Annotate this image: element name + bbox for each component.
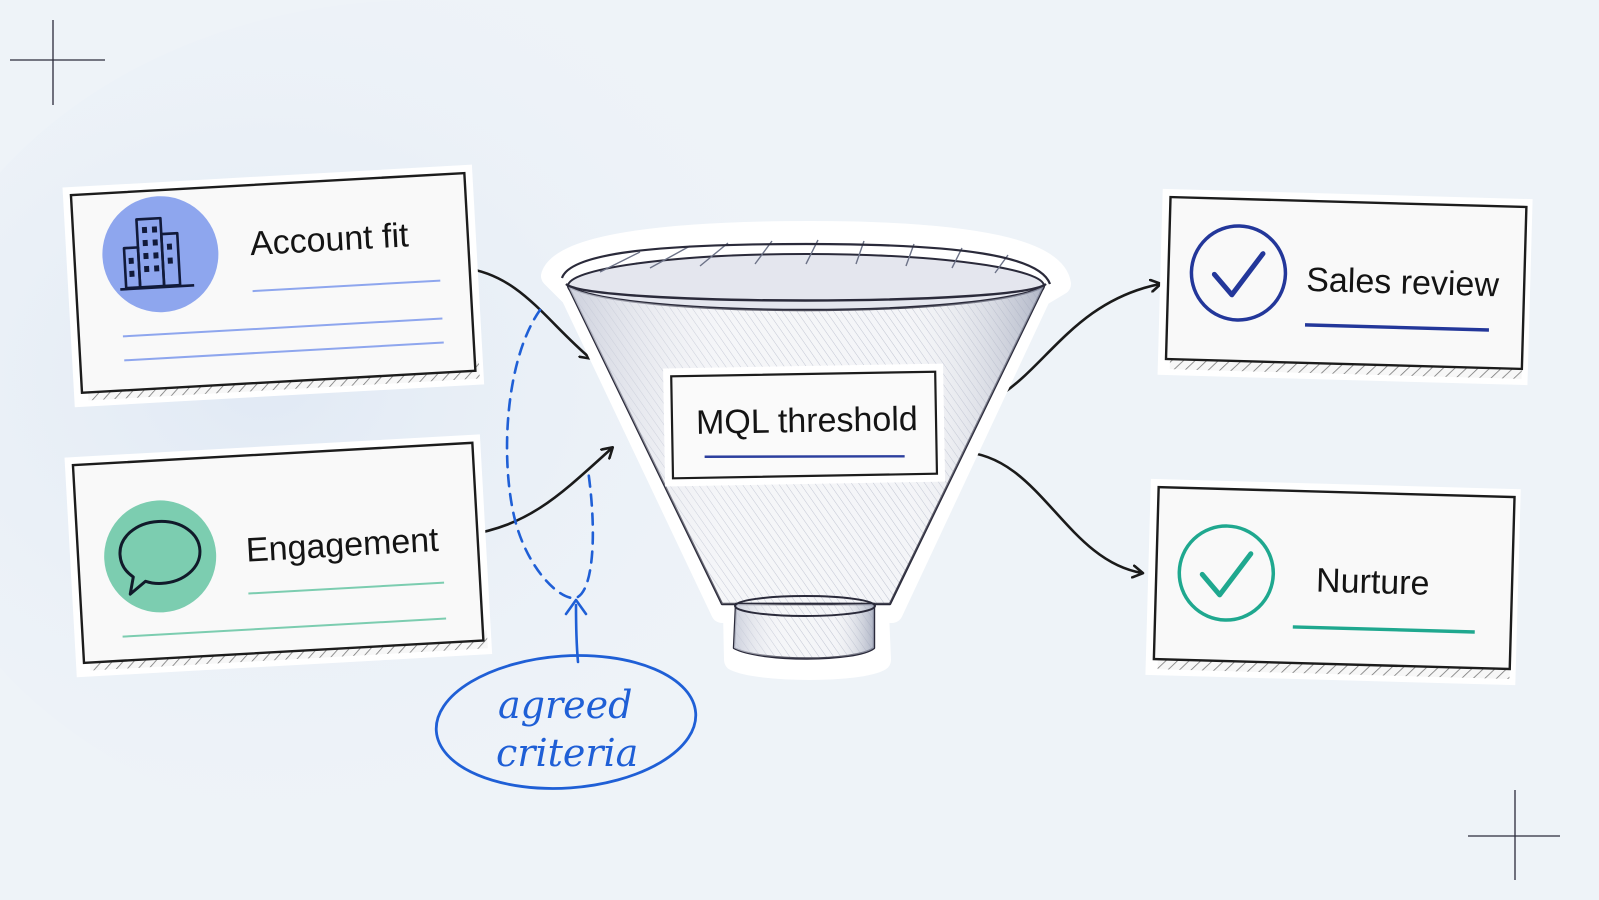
crop-mark-bottom-right (1468, 790, 1560, 880)
annotation-line-2: criteria (496, 731, 638, 775)
annotation-line-1: agreed (498, 683, 632, 727)
card-nurture-label: Nurture (1316, 562, 1430, 603)
building-icon (102, 196, 219, 313)
card-nurture: Nurture (1145, 478, 1521, 686)
connectors (462, 266, 1160, 573)
arrow-funnel-to-sales (1003, 284, 1160, 394)
card-sales-review-label: Sales review (1306, 261, 1500, 304)
card-engagement: Engagement (64, 434, 493, 678)
speech-bubble-icon (104, 500, 217, 613)
card-account-fit-label: Account fit (249, 216, 410, 263)
card-sales-review: Sales review (1157, 188, 1533, 386)
mql-threshold-text: MQL threshold (696, 400, 918, 442)
arrow-funnel-to-nurture (960, 450, 1142, 573)
mql-threshold-label-card: MQL threshold (663, 363, 946, 487)
card-account-fit: Account fit (62, 164, 485, 408)
crop-mark-top-left (10, 20, 105, 105)
check-circle-icon (1177, 524, 1276, 622)
arrow-account-to-funnel (462, 266, 590, 358)
arrow-engagement-to-funnel (466, 448, 612, 537)
check-circle-icon (1189, 224, 1288, 322)
agreed-criteria-annotation: agreed criteria (434, 654, 698, 790)
